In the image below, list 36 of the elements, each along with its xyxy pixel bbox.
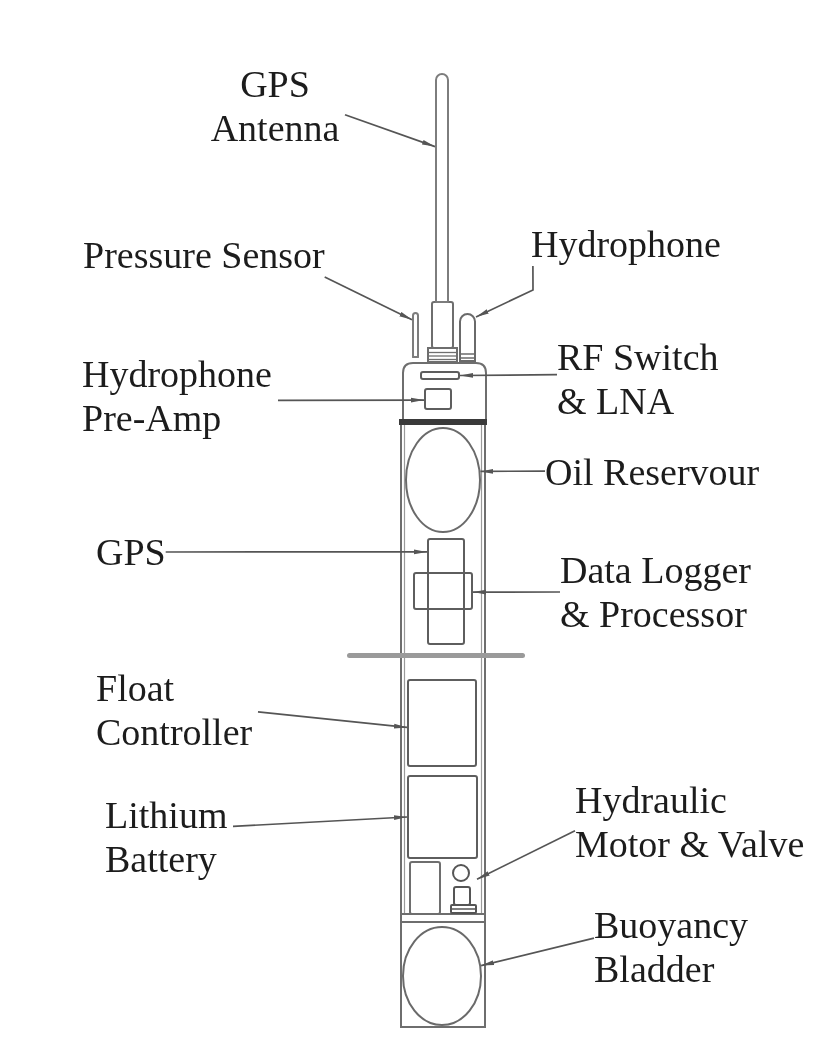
leader-line <box>323 276 413 321</box>
callout-label: RF Switch & LNA <box>557 335 725 423</box>
leader-line <box>479 468 546 474</box>
antenna-rod <box>435 73 449 303</box>
hydrophone <box>459 313 476 362</box>
leader-line <box>472 589 561 595</box>
callout-label: Pressure Sensor <box>83 233 325 277</box>
leader-line <box>164 549 428 555</box>
callout-label: Oil Reservour <box>545 450 760 494</box>
leader-line <box>232 815 408 828</box>
leader-line <box>344 113 436 148</box>
gps-module <box>427 538 465 645</box>
motor-valve <box>450 864 477 914</box>
preamp-module <box>424 388 452 410</box>
oil-reservoir <box>405 427 481 533</box>
battery-pack <box>407 775 478 859</box>
callout-label: GPS <box>96 530 166 574</box>
controller-module <box>407 679 477 767</box>
rf-switch-module <box>420 371 460 380</box>
callout-label: Buoyancy Bladder <box>594 903 754 991</box>
leader-line <box>277 397 425 403</box>
leader-line <box>480 937 595 967</box>
pressure-sensor <box>412 312 419 358</box>
data-logger-module <box>413 572 473 610</box>
callout-label: Hydrophone <box>531 222 721 266</box>
leader-line <box>475 265 534 318</box>
callout-label: Lithium Battery <box>105 793 233 881</box>
callout-label: Hydrophone Pre-Amp <box>82 352 278 440</box>
callout-label: Data Logger & Processor <box>560 548 757 636</box>
callout-label: Float Controller <box>96 666 258 754</box>
leader-line <box>257 710 408 729</box>
buoyancy-bladder <box>402 926 482 1026</box>
callout-label: GPS Antenna <box>205 62 345 150</box>
leader-line <box>476 829 576 881</box>
leader-line <box>459 373 558 378</box>
callout-label: Hydraulic Motor & Valve <box>575 778 815 866</box>
